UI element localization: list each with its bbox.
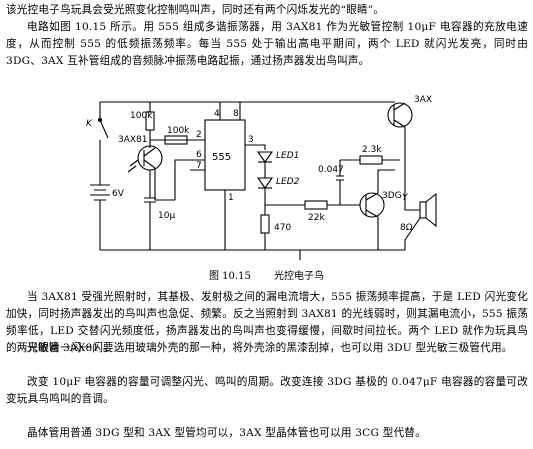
resistor-470: [260, 214, 270, 234]
label-cap-base: 0.047: [318, 165, 344, 175]
figure-title: 光控电子鸟: [274, 271, 324, 282]
label-switch: K: [86, 119, 93, 129]
paragraph-phototransistor: 光敏管 3AX81 要选用玻璃外壳的那一种，将外壳涂的黑漆刮掉，也可以用 3DU…: [27, 342, 513, 354]
paragraph-transistors: 晶体管用普通 3DG 型和 3AX 型管均可以，3AX 型晶体管也可以用 3CG…: [27, 427, 426, 439]
label-capacitor: 10μ: [158, 211, 175, 221]
switch: [99, 119, 109, 139]
label-pin8: 8: [233, 109, 239, 119]
paragraph-intro: 该光控电子鸟玩具会受光照变化控制鸣叫声，同时还有两个闪烁发光的“眼睛”。: [6, 4, 385, 16]
resistor-2-3k: [359, 155, 383, 165]
capacitor-10u: [144, 197, 156, 203]
bottom-rail: [100, 249, 301, 260]
label-phototransistor: 3AX81: [118, 135, 148, 145]
label-pin3: 3: [248, 135, 254, 145]
capacitor-0047: [336, 160, 344, 205]
label-pin4: 4: [214, 109, 220, 119]
circuit-diagram: K 6V 100k 100k 3AX81 10μ 555 2 4 8 6 7 1…: [86, 95, 437, 260]
paragraph-circuit: 电路如图 10.15 所示。用 555 组成多谐振荡器，用 3AX81 作为光敏…: [6, 21, 528, 67]
label-r22k: 22k: [308, 213, 325, 223]
led1: [256, 151, 274, 163]
label-pin6: 6: [196, 150, 202, 160]
label-pin2: 2: [196, 130, 202, 140]
label-pin1: 1: [228, 193, 234, 203]
transistor-3dg: [359, 192, 385, 218]
label-led1: LED1: [276, 151, 299, 161]
label-led2: LED2: [276, 177, 300, 187]
battery-symbol: [90, 184, 110, 201]
label-battery: 6V: [112, 189, 125, 199]
transistor-3ax: [387, 102, 413, 128]
label-pin7: 7: [196, 161, 202, 171]
figure-caption: 图 10.15 光控电子鸟: [0, 267, 533, 282]
label-r2: 100k: [167, 126, 190, 136]
label-speaker-ohm: 8Ω: [400, 223, 413, 233]
paragraph-capacitors: 改变 10μF 电容器的容量可调整闪光、鸣叫的周期。改变连接 3DG 基极的 0…: [6, 376, 528, 405]
phototransistor: [137, 145, 163, 171]
label-r1: 100k: [130, 111, 153, 121]
resistor-22k: [304, 200, 328, 210]
speaker: [419, 201, 427, 219]
label-speaker: Y: [402, 193, 409, 203]
label-3dg: 3DG: [382, 191, 402, 201]
label-3ax: 3AX: [414, 95, 432, 105]
figure-number: 图 10.15: [209, 271, 251, 282]
label-r23k: 2.3k: [362, 145, 382, 155]
led2: [256, 177, 274, 189]
resistor-r2: [164, 135, 188, 145]
label-ic: 555: [212, 152, 231, 163]
label-r470: 470: [274, 223, 291, 233]
paragraph-behavior: 当 3AX81 受强光照射时，其基极、发射极之间的漏电流增大，555 振荡频率提…: [6, 291, 528, 354]
